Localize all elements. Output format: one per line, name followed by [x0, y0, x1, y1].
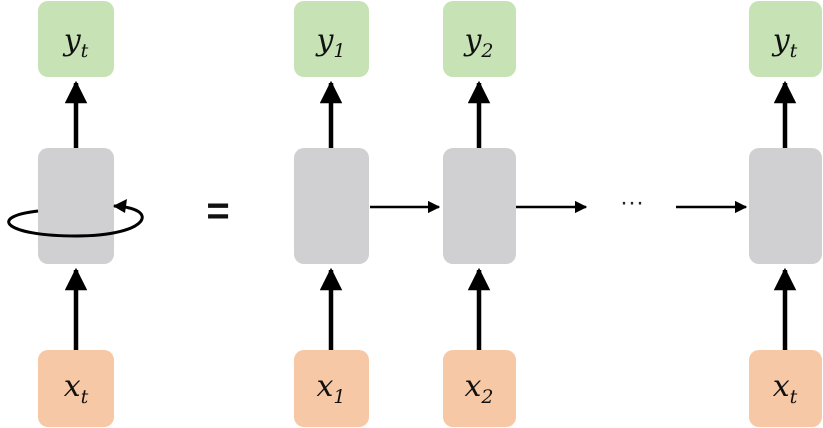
unrolled-step-1: y1 x1	[294, 1, 369, 427]
output-label-yt: yt	[771, 23, 798, 62]
hidden-cell-1	[294, 148, 369, 264]
unrolled-rnn: y1 x1 y2 x2 ··· yt	[294, 1, 822, 427]
equals-sign: =	[206, 189, 229, 233]
input-label-xt: xt	[773, 369, 798, 408]
input-box-x2	[443, 350, 516, 427]
output-label-y2: y2	[462, 23, 493, 62]
folded-input-box	[38, 350, 114, 427]
folded-input-label: xt	[64, 369, 89, 408]
input-box-xt	[749, 350, 822, 427]
folded-rnn: yt xt	[7, 1, 144, 427]
hidden-cell-t	[749, 148, 822, 264]
input-label-x2: x2	[464, 369, 493, 408]
folded-output-box	[38, 1, 114, 77]
folded-hidden-cell	[38, 148, 114, 264]
unrolled-step-2: y2 x2	[443, 1, 516, 427]
ellipsis: ···	[620, 189, 644, 216]
folded-output-label: yt	[62, 23, 89, 62]
unrolled-step-t: yt xt	[749, 1, 822, 427]
output-box-y2	[443, 1, 516, 77]
output-box-yt	[749, 1, 822, 77]
hidden-cell-2	[443, 148, 516, 264]
recurrence-loop	[7, 204, 144, 238]
output-label-y1: y1	[314, 23, 345, 62]
recurrence-loop-arrowhead-icon	[113, 199, 127, 213]
input-label-x1: x1	[316, 369, 345, 408]
input-box-x1	[294, 350, 369, 427]
output-box-y1	[294, 1, 369, 77]
